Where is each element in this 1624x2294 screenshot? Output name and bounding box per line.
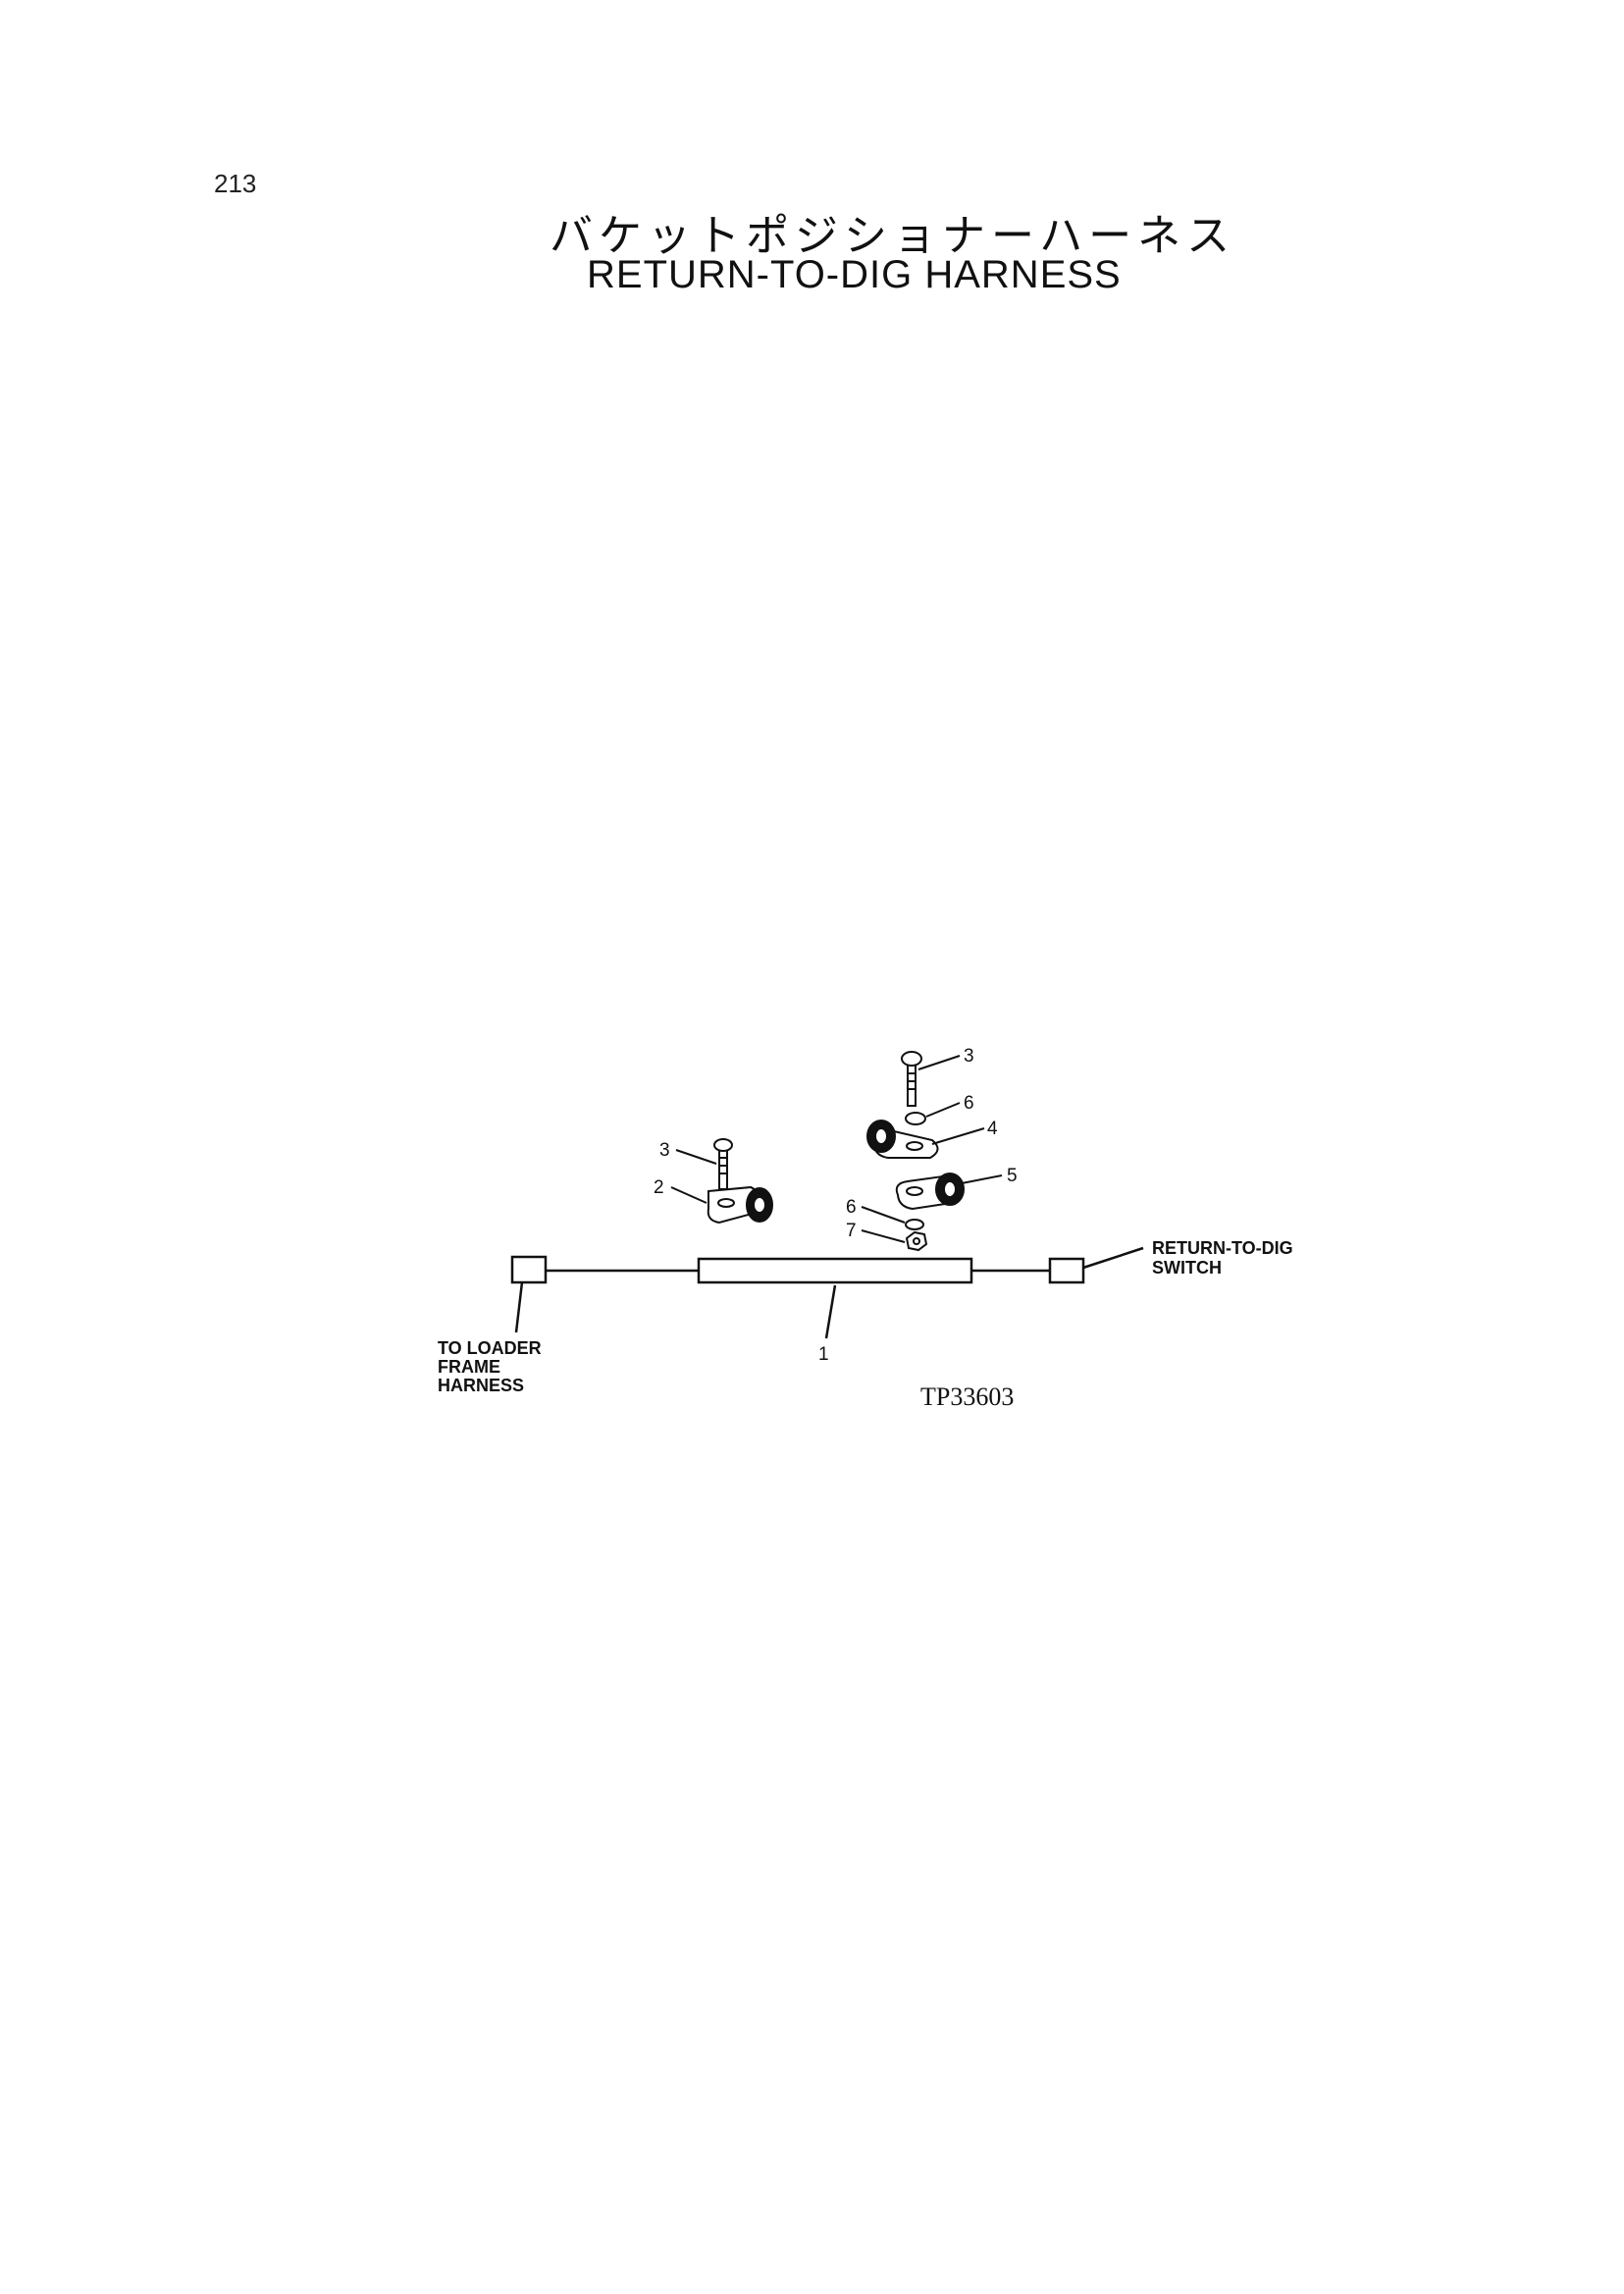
washer-6-top	[905, 1112, 926, 1125]
bolt-head-right	[901, 1051, 922, 1067]
callout-7: 7	[846, 1221, 857, 1241]
loader-label-line1: TO LOADER	[438, 1338, 542, 1358]
page-title-japanese: バケットポジショナーハーネス	[550, 211, 1236, 261]
page-number: 213	[214, 169, 257, 198]
bolt-3-left	[718, 1147, 728, 1190]
callout-1: 1	[818, 1344, 829, 1365]
callout-3-left: 3	[659, 1140, 670, 1161]
leader-loader	[514, 1281, 524, 1333]
loader-label-line2: FRAME	[438, 1357, 500, 1377]
callout-2: 2	[654, 1177, 664, 1198]
bolt-3-right	[907, 1062, 917, 1107]
leader-item-1	[824, 1284, 837, 1339]
switch-label-line1: RETURN-TO-DIG	[1152, 1238, 1293, 1258]
callout-6-top: 6	[964, 1093, 974, 1114]
loader-label-line3: HARNESS	[438, 1376, 524, 1395]
loader-connector	[510, 1255, 548, 1284]
washer-6-bottom	[905, 1219, 924, 1230]
harness-sleeve	[697, 1257, 973, 1284]
leader-switch	[1082, 1246, 1144, 1270]
callout-3-right: 3	[964, 1046, 974, 1067]
figure-code: TP33603	[920, 1382, 1014, 1411]
callout-5: 5	[1007, 1166, 1018, 1186]
clamp-group-right	[861, 1051, 1003, 1252]
callout-4: 4	[987, 1119, 998, 1139]
page-title: RETURN-TO-DIG HARNESS	[587, 253, 1122, 296]
switch-label-line2: SWITCH	[1152, 1258, 1222, 1277]
clamp-group-left	[670, 1138, 773, 1225]
bolt-head-left	[713, 1138, 733, 1152]
callout-6-bottom: 6	[846, 1197, 857, 1218]
switch-connector	[1048, 1257, 1085, 1284]
